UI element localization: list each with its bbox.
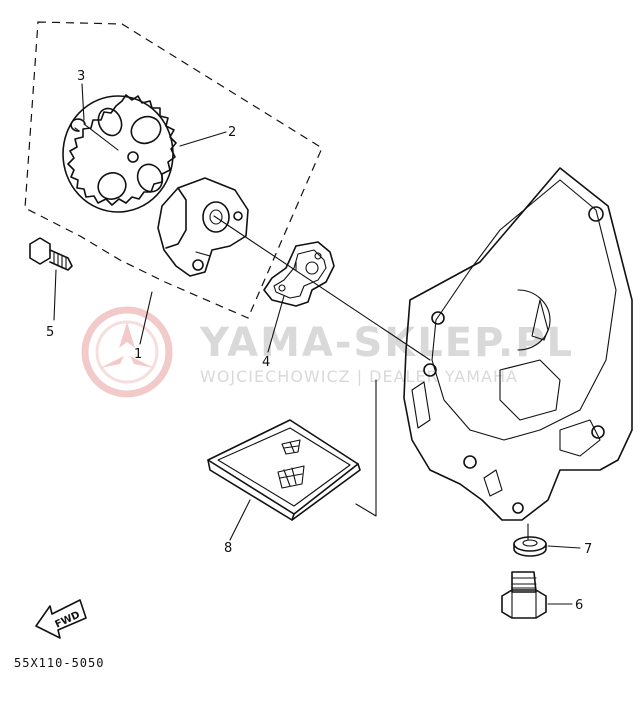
watermark-subtitle: WOJCIECHOWICZ | DEALER YAMAHA (200, 367, 518, 386)
gasket (263, 241, 335, 307)
diagram-code: 55X110-5050 (14, 656, 104, 670)
callout-8: 8 (224, 541, 232, 556)
sprocket-gear (62, 94, 177, 213)
yamaha-logo-watermark (81, 306, 173, 398)
callout-5: 5 (46, 325, 54, 340)
watermark-title: YAMA-SKLEP.PL (199, 320, 574, 366)
fwd-arrow: FWD (35, 599, 87, 639)
crankcase (403, 167, 633, 521)
circlip (70, 118, 86, 132)
leader-lines (53, 83, 581, 605)
callout-2: 2 (228, 125, 236, 140)
drain-plug (501, 571, 547, 619)
callout-3: 3 (77, 69, 85, 84)
bolt (29, 237, 73, 271)
callout-1: 1 (134, 347, 142, 362)
watermark: YAMA-SKLEP.PL WOJCIECHOWICZ | DEALER YAM… (81, 306, 574, 398)
assembly-lines (83, 123, 529, 541)
fwd-label: FWD (53, 610, 81, 631)
callout-4: 4 (262, 355, 270, 370)
callout-7: 7 (584, 542, 592, 557)
oil-pump-body (157, 177, 249, 277)
assembly-boundary (24, 21, 323, 319)
callout-6: 6 (575, 598, 583, 613)
washer (513, 536, 547, 557)
oil-strainer (207, 419, 361, 521)
